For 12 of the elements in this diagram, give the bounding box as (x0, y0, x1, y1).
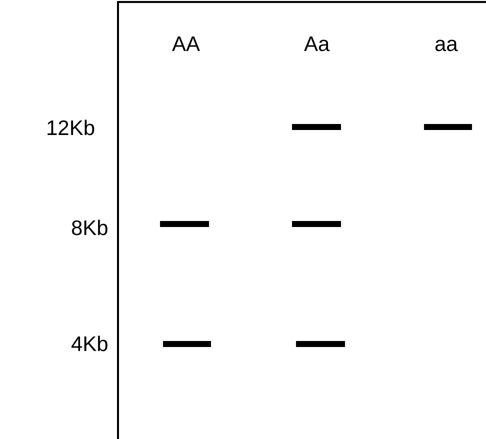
dna-band (424, 124, 472, 130)
dna-band (160, 221, 209, 227)
fragment-size-label: 12Kb (46, 117, 96, 141)
fragment-size-label: 8Kb (71, 217, 108, 241)
dna-band (292, 124, 341, 130)
dna-band (296, 341, 345, 347)
dna-band (292, 221, 341, 227)
genotype-label: Aa (304, 33, 330, 57)
genotype-label: AA (172, 33, 200, 57)
dna-band (163, 341, 211, 347)
fragment-size-label: 4Kb (71, 333, 108, 357)
genotype-label: aa (434, 33, 458, 57)
